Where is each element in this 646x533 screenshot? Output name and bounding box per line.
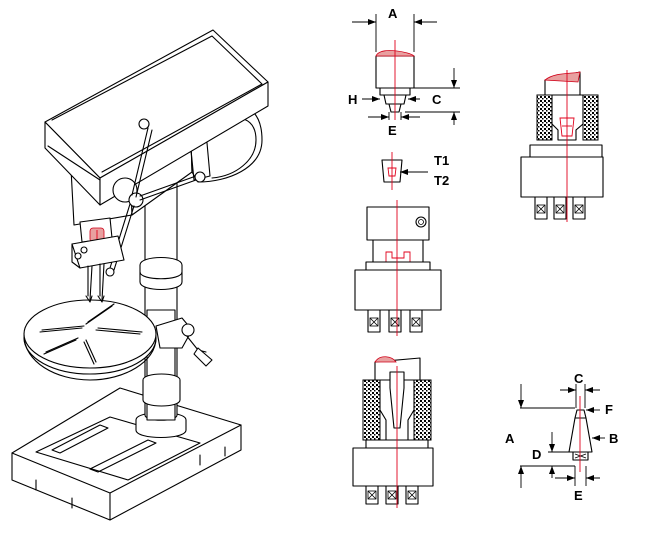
label-e-top: E	[388, 123, 397, 138]
label-c-bottom: C	[574, 371, 584, 386]
drill-press-belt-cover	[44, 29, 269, 206]
drill-press-illustration	[11, 29, 269, 521]
drill-press-spindle	[71, 217, 125, 303]
taper-insert-t1-t2: T1 T2	[381, 152, 449, 190]
label-a-top: A	[388, 6, 398, 21]
label-c-top: C	[432, 92, 442, 107]
adapter-dimension-view: A H C E	[348, 6, 460, 138]
drill-press-feed-handles	[105, 118, 206, 277]
label-b: B	[609, 431, 618, 446]
hatched-holder-assembly	[352, 356, 434, 508]
chuck-assembly-top-right	[520, 70, 604, 222]
label-a-bottom: A	[505, 431, 515, 446]
label-t2: T2	[434, 173, 449, 188]
label-e-bottom: E	[574, 488, 583, 503]
label-t1: T1	[434, 153, 449, 168]
label-h: H	[348, 92, 357, 107]
drill-press-table	[23, 299, 213, 381]
label-d: D	[532, 447, 541, 462]
drill-press-base	[11, 387, 242, 521]
label-f: F	[605, 402, 613, 417]
taper-dimension-view: C F A B D E	[505, 371, 618, 503]
spindle-adapter-assembly	[354, 200, 442, 336]
